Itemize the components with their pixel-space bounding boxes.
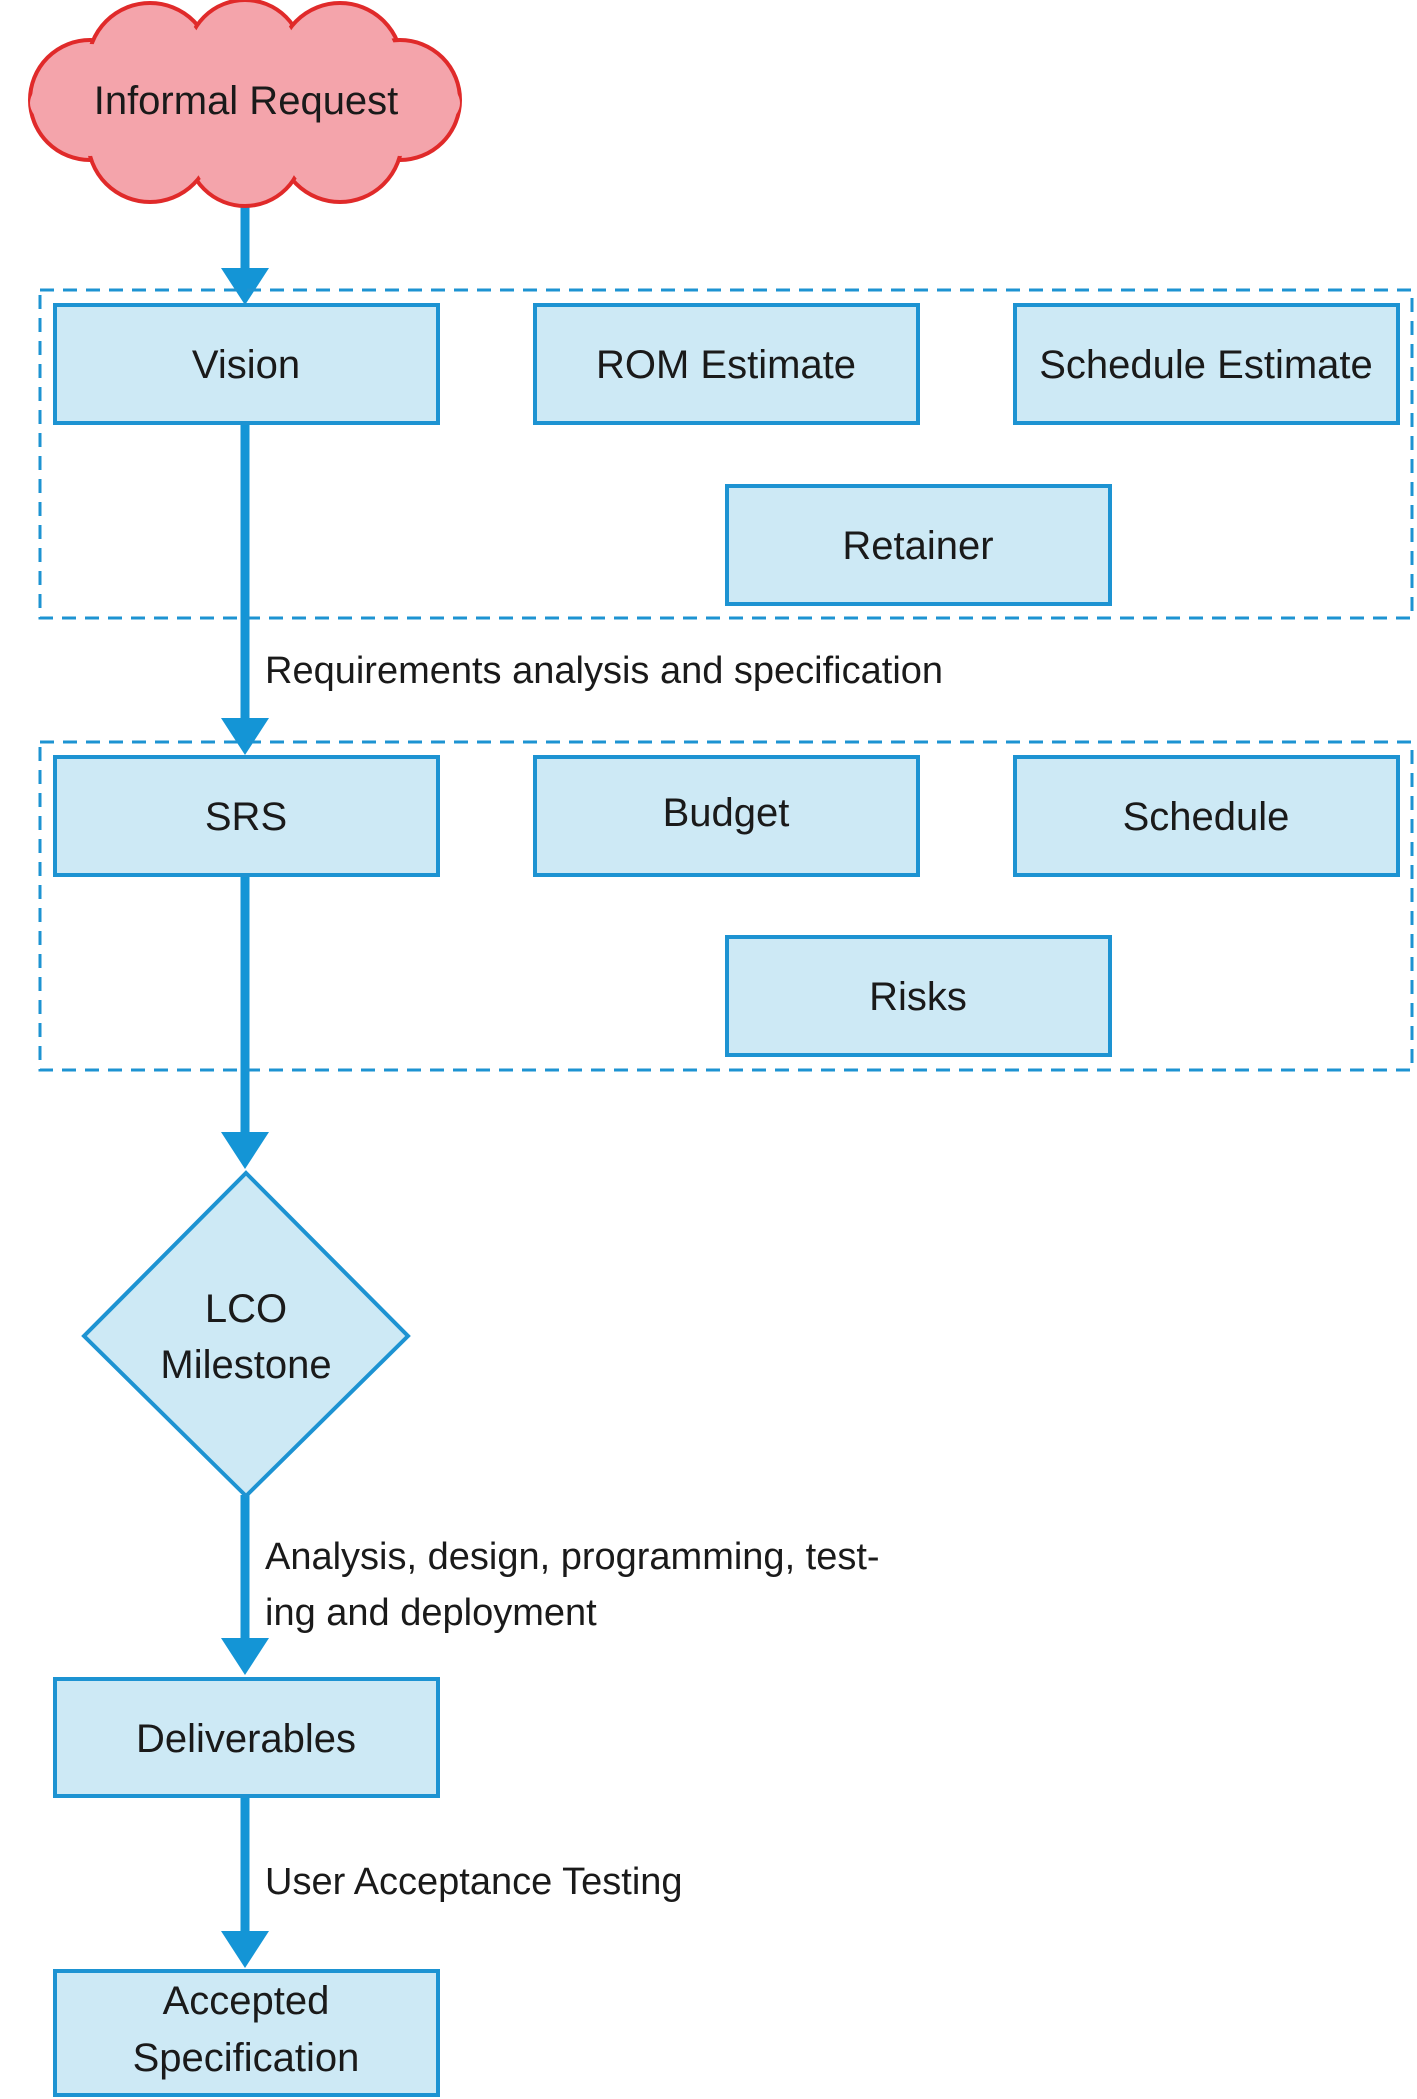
arrowhead-accepted: [221, 1931, 269, 1968]
node-srs: SRS: [53, 755, 440, 877]
node-rom-estimate: ROM Estimate: [533, 303, 920, 425]
node-retainer: Retainer: [725, 484, 1112, 606]
svg-text:Schedule: Schedule: [1123, 795, 1290, 839]
arrowhead-deliverables: [221, 1638, 269, 1675]
lco-milestone-decision: LCO Milestone: [81, 1170, 411, 1499]
svg-text:Vision: Vision: [192, 343, 300, 387]
svg-text:ROM Estimate: ROM Estimate: [596, 343, 856, 387]
svg-text:Specification: Specification: [133, 2036, 360, 2080]
node-deliverables: Deliverables: [53, 1677, 440, 1798]
edge-label-analysis-line2: ing and deployment: [265, 1592, 597, 1634]
arrowhead-vision: [221, 268, 269, 305]
node-accepted-specification: Accepted Specification: [53, 1969, 440, 2097]
svg-text:Schedule Estimate: Schedule Estimate: [1039, 343, 1373, 387]
svg-text:Retainer: Retainer: [842, 524, 993, 568]
svg-text:SRS: SRS: [205, 795, 287, 839]
informal-request-label: Informal Request: [94, 79, 399, 123]
informal-request-cloud: Informal Request: [28, 0, 462, 208]
arrowhead-milestone: [221, 1132, 269, 1169]
svg-text:LCO: LCO: [205, 1287, 287, 1331]
edge-label-requirements: Requirements analysis and specification: [265, 650, 943, 692]
node-vision: Vision: [53, 303, 440, 425]
svg-text:Milestone: Milestone: [160, 1343, 331, 1387]
svg-text:Accepted: Accepted: [163, 1979, 330, 2023]
svg-text:Deliverables: Deliverables: [136, 1717, 356, 1761]
node-risks: Risks: [725, 935, 1112, 1057]
svg-text:Risks: Risks: [869, 975, 967, 1019]
node-schedule-estimate: Schedule Estimate: [1013, 303, 1400, 425]
edge-label-uat: User Acceptance Testing: [265, 1861, 683, 1903]
arrowhead-srs: [221, 718, 269, 755]
node-budget: Budget: [533, 755, 920, 877]
svg-text:Budget: Budget: [663, 791, 790, 835]
node-schedule: Schedule: [1013, 755, 1400, 877]
edge-label-analysis-line1: Analysis, design, programming, test-: [265, 1536, 880, 1578]
